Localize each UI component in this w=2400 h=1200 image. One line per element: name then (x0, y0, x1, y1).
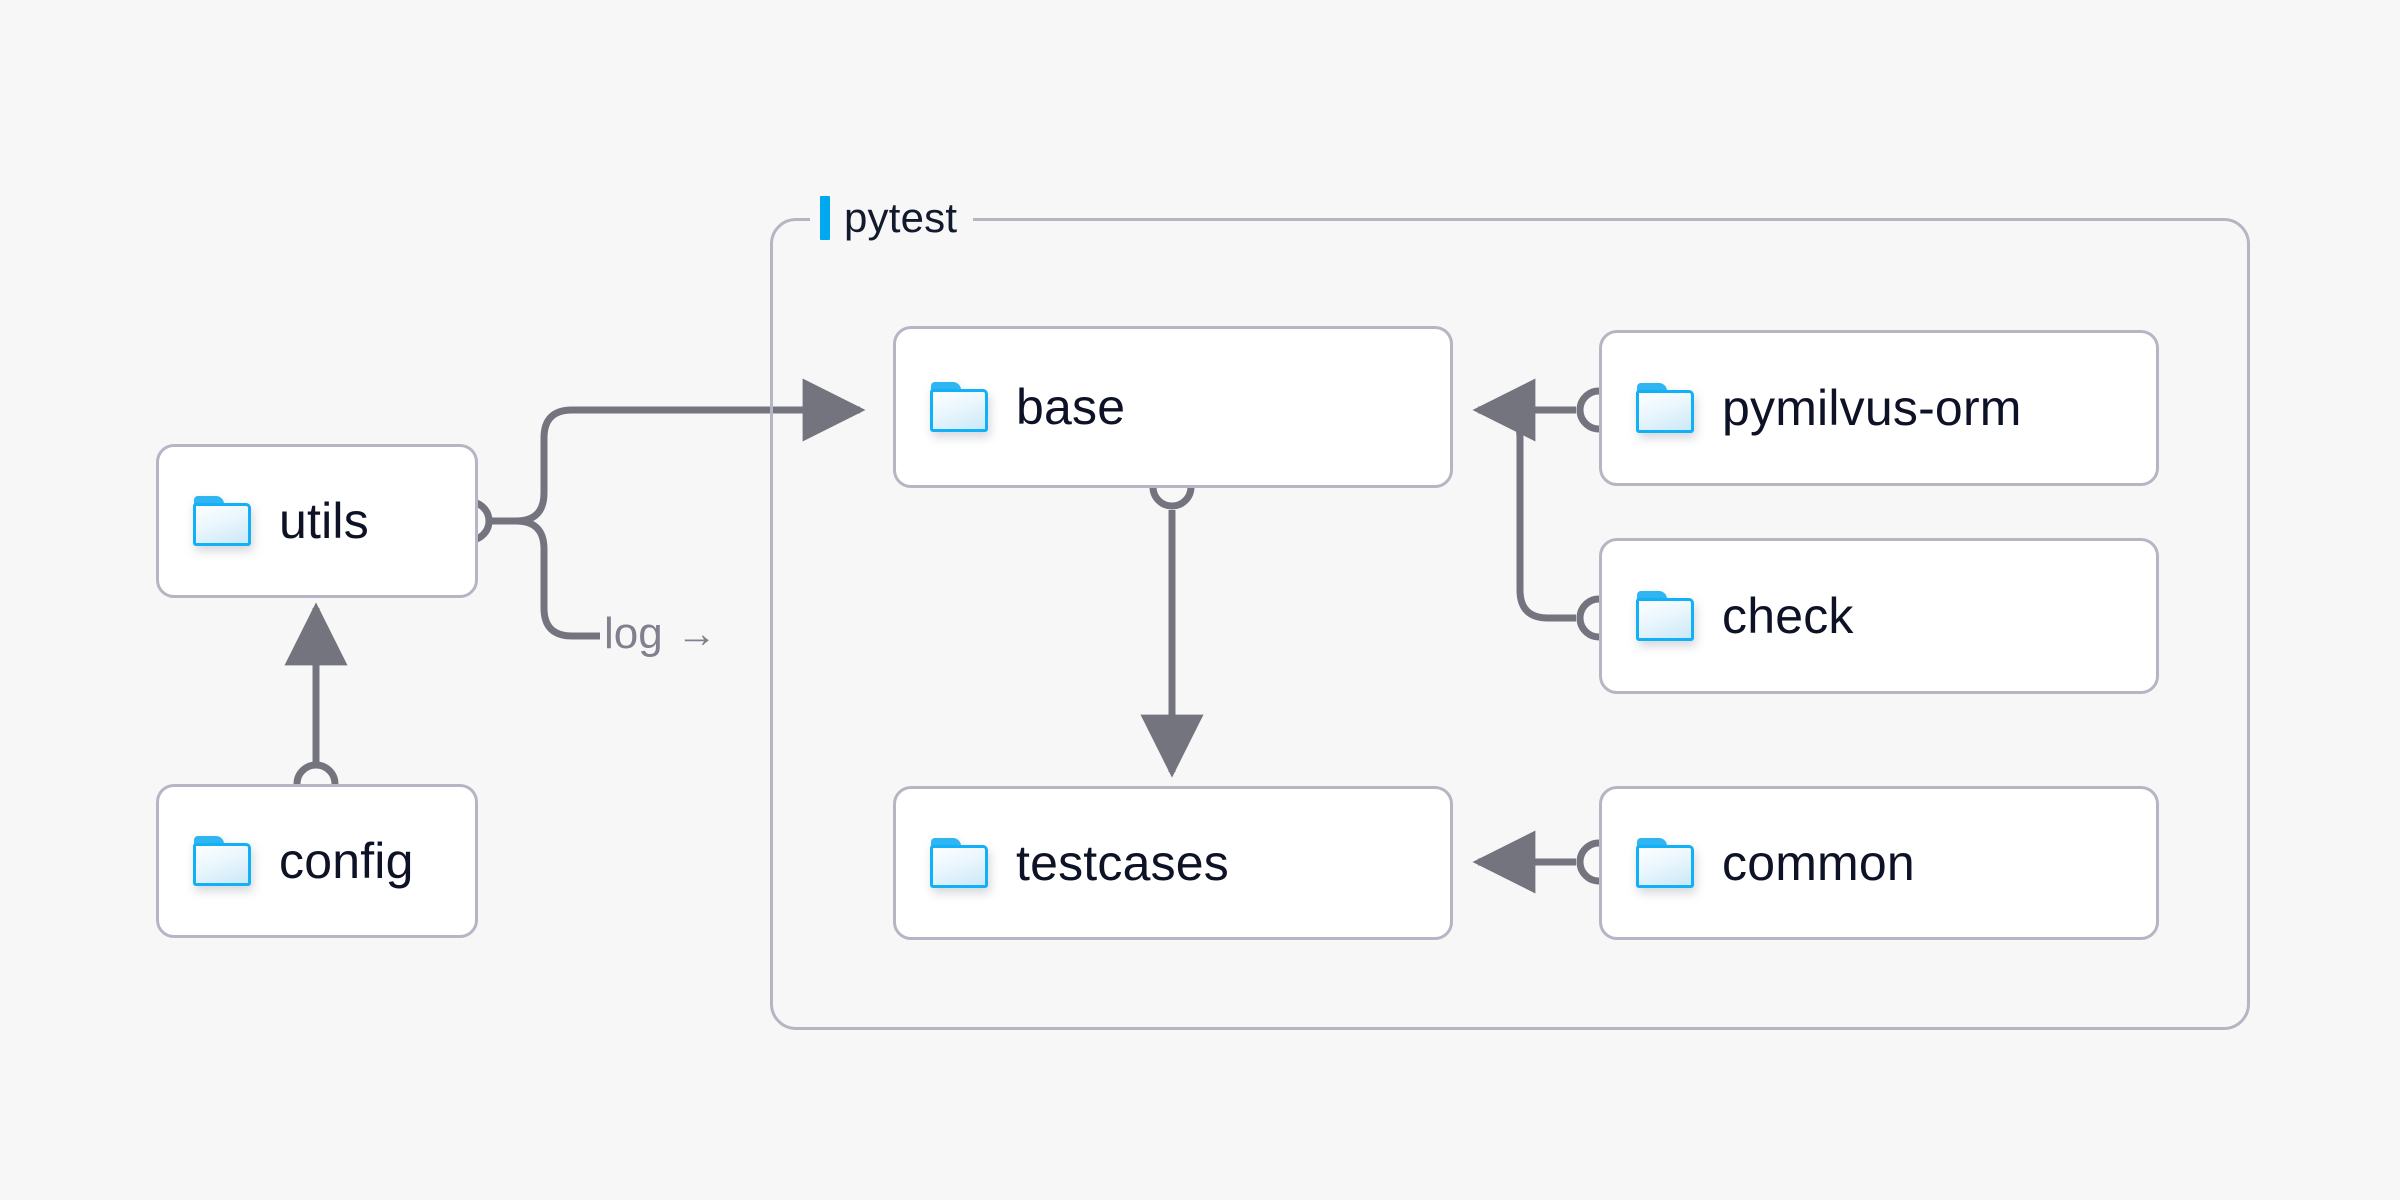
node-label-common: common (1722, 835, 1915, 891)
edge-label-log: log → (604, 612, 717, 656)
node-common[interactable]: common (1599, 786, 2159, 940)
node-utils[interactable]: utils (156, 444, 478, 598)
node-label-utils: utils (279, 493, 369, 549)
group-accent-bar (820, 196, 830, 240)
group-container-pytest[interactable] (770, 218, 2250, 1030)
edge-config-to-utils (284, 602, 348, 807)
folder-icon (1636, 591, 1694, 641)
node-base[interactable]: base (893, 326, 1453, 488)
edge-utils-to-pytest-log (478, 517, 600, 640)
node-testcases[interactable]: testcases (893, 786, 1453, 940)
folder-icon (1636, 838, 1694, 888)
folder-icon (1636, 383, 1694, 433)
group-label-text: pytest (844, 194, 958, 241)
node-pymilvus-orm[interactable]: pymilvus-orm (1599, 330, 2159, 486)
node-label-pymilvus-orm: pymilvus-orm (1722, 380, 2022, 436)
edge-label-log-text: log (604, 609, 663, 658)
group-label-pytest: pytest (810, 191, 974, 245)
folder-icon (193, 836, 251, 886)
folder-icon (193, 496, 251, 546)
node-label-testcases: testcases (1016, 835, 1230, 891)
node-check[interactable]: check (1599, 538, 2159, 694)
node-label-check: check (1722, 588, 1854, 644)
folder-icon (930, 838, 988, 888)
node-label-base: base (1016, 379, 1126, 435)
folder-icon (930, 382, 988, 432)
node-label-config: config (279, 833, 414, 889)
arrow-right-icon: → (676, 612, 717, 656)
node-config[interactable]: config (156, 784, 478, 938)
